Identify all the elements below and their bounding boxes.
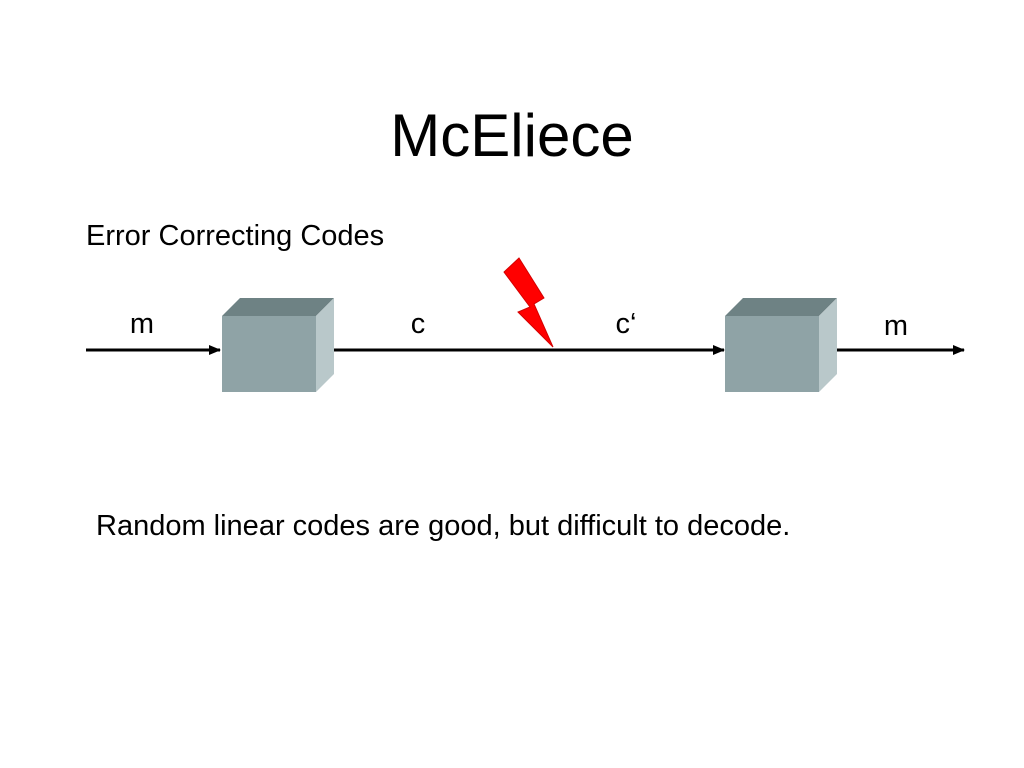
label-message-out: m [884, 310, 908, 342]
slide-title: McEliece [390, 102, 634, 169]
label-corrupted-codeword: c‘ [616, 308, 637, 340]
label-message-in: m [130, 308, 154, 340]
label-codeword: c [411, 308, 426, 340]
decoder-box [725, 298, 837, 392]
slide-caption: Random linear codes are good, but diffic… [96, 510, 791, 542]
encoder-box [222, 298, 334, 392]
slide-subtitle: Error Correcting Codes [86, 220, 385, 252]
lightning-bolt-icon [503, 257, 554, 348]
